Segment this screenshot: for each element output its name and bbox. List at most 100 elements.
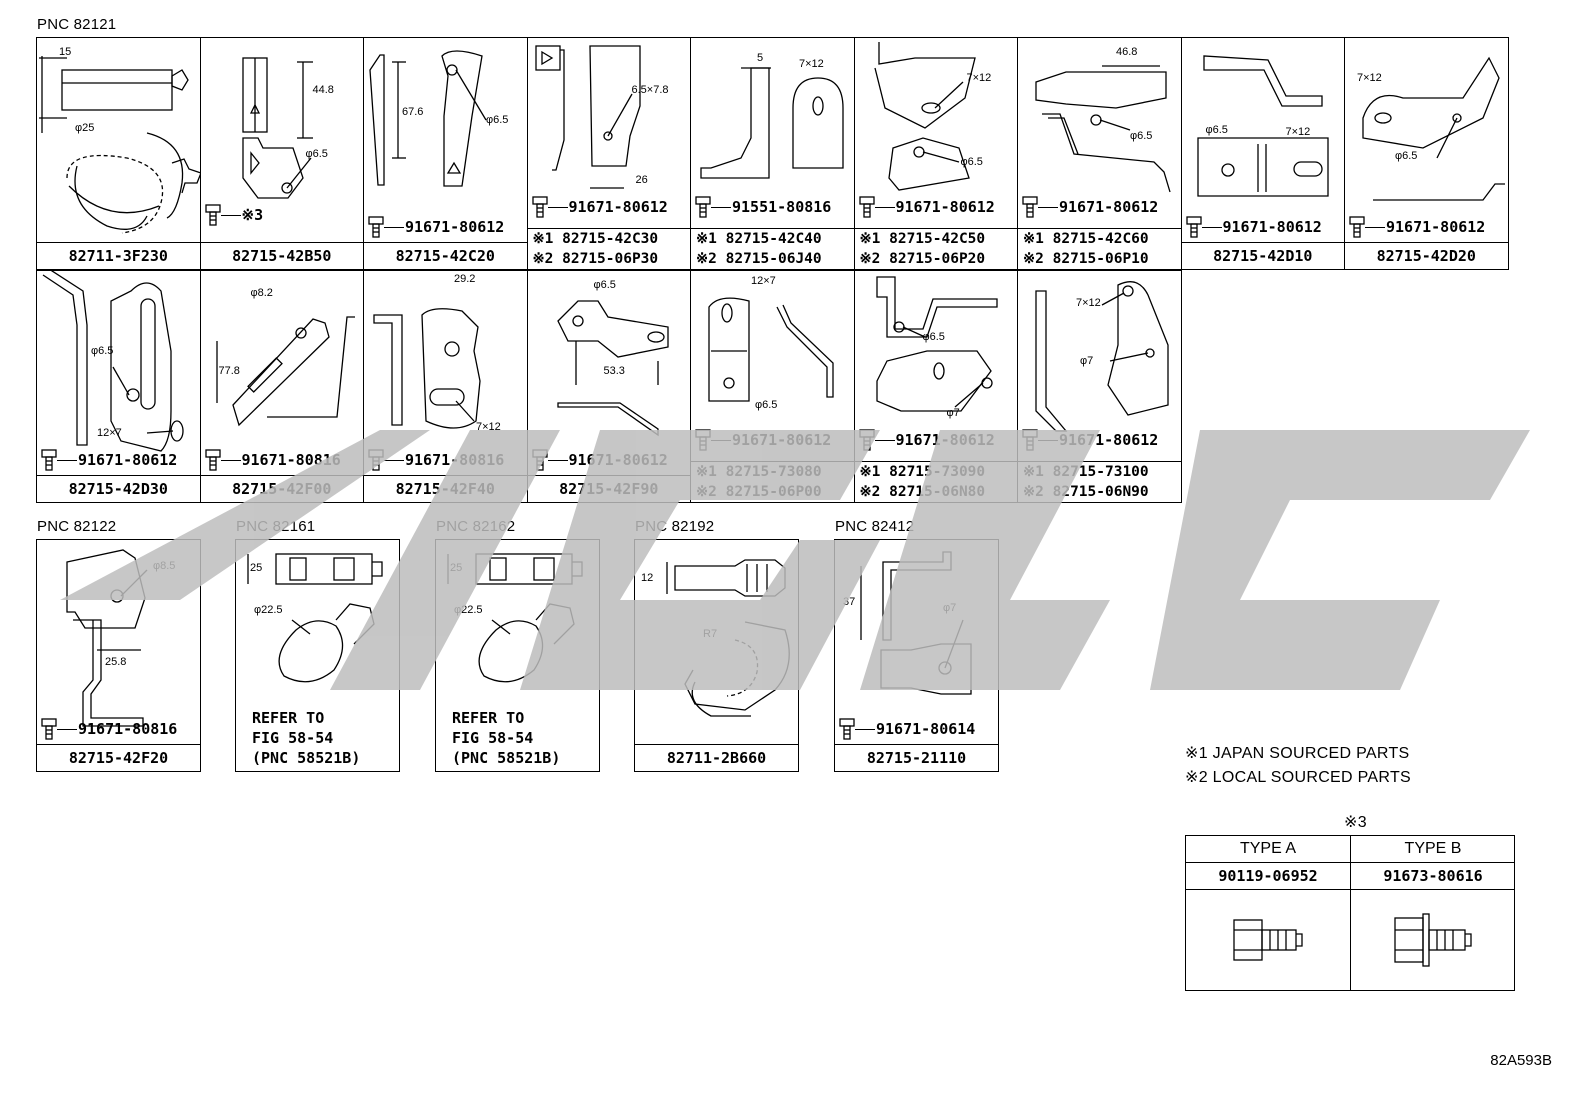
dim-label: φ22.5 (254, 604, 283, 616)
bolt-icon (368, 216, 384, 238)
part-cell-4[interactable]: 6.5×7.8 26 91671-80612 ※1 82715-42C30 ※2… (527, 38, 691, 270)
part-number-local: ※2 82715-06P00 (696, 484, 822, 500)
part-cell-13[interactable]: φ6.5 53.3 91671-80612 82715-42F90 (527, 271, 691, 503)
bolt-icon (858, 196, 875, 218)
part-cell-9[interactable]: 7×12 φ6.5 91671-80612 82715-42D20 (1345, 38, 1509, 270)
bracket-drawing (1196, 55, 1329, 197)
dim-label: 15 (59, 46, 72, 58)
part-cell-5[interactable]: 5 7×12 91551-80816 ※1 82715-42C40 ※2 827… (691, 38, 855, 270)
leader-line (1038, 206, 1058, 208)
bracket-drawing (873, 42, 976, 191)
part-box-82161[interactable]: 25 φ22.5 REFER TO FIG 58-54 (PNC 58521B) (235, 539, 400, 772)
dim-label: φ6.5 (1395, 150, 1418, 162)
bolt-icon (839, 718, 855, 740)
part-box-82412[interactable]: 37 φ7 91671-80614 82715-21110 (834, 539, 999, 772)
bolt-part-number: 91671-80612 (732, 431, 832, 449)
part-box-82122[interactable]: φ8.5 25.8 91671-80816 82715-42F20 (36, 539, 201, 772)
drawing-id: 82A593B (1490, 1052, 1552, 1069)
part-number: 82715-42C20 (364, 242, 527, 269)
dim-label: 25 (250, 562, 263, 574)
type-a-column: TYPE A 90119-06952 (1186, 836, 1350, 990)
dim-label: 25.8 (105, 656, 127, 668)
dim-label: 67.6 (402, 106, 424, 118)
part-cell-1[interactable]: 15 φ25 82711-3F230 (37, 38, 201, 270)
part-number-pair: ※1 82715-42C40 ※2 82715-06J40 (691, 228, 854, 269)
part-cell-82122[interactable]: φ8.5 25.8 91671-80816 82715-42F20 (37, 540, 201, 772)
bolt-part-number: 91671-80816 (241, 451, 341, 469)
leader-line (384, 226, 404, 228)
bolt-icon (204, 204, 221, 226)
type-table-title: ※3 (1344, 814, 1367, 831)
bracket-drawing (241, 57, 313, 199)
bolt-type-a-icon (1233, 919, 1303, 961)
part-cell-14[interactable]: 12×7 φ6.5 91671-80612 ※1 82715-73080 ※2 … (691, 271, 855, 503)
leader-line (220, 214, 241, 216)
bracket-drawing (66, 549, 148, 727)
bolt-callout: 91671-80614 (839, 718, 975, 740)
part-cell-2[interactable]: 44.8 φ6.5 ※3 82715-42B50 (200, 38, 364, 270)
bolt-part-number: 91671-80612 (895, 198, 995, 216)
type-a-part: 90119-06952 (1186, 863, 1350, 890)
dim-label: φ25 (75, 122, 95, 134)
part-number-local: ※2 82715-06J40 (696, 251, 822, 267)
bolt-callout: 91671-80612 (1185, 216, 1322, 238)
leader-line (874, 206, 895, 208)
part-cell-15[interactable]: φ6.5 φ7 91671-80612 ※1 82715-73090 ※2 82… (854, 271, 1018, 503)
dim-label: 5 (757, 52, 764, 64)
part-cell-3[interactable]: 67.6 φ6.5 91671-80612 82715-42C20 (364, 38, 528, 270)
dim-label: φ8.5 (153, 560, 176, 572)
part-box-82192[interactable]: 12 R7 82711-2B660 (634, 539, 799, 772)
leader-line (1201, 226, 1222, 228)
note-local-sourced: ※2 LOCAL SOURCED PARTS (1185, 769, 1411, 786)
type-a-label: TYPE A (1186, 836, 1350, 863)
part-cell-82412[interactable]: 37 φ7 91671-80614 82715-21110 (835, 540, 999, 772)
leader-line (874, 439, 895, 441)
part-cell-16[interactable]: 7×12 φ7 91671-80612 ※1 82715-73100 ※2 82… (1018, 271, 1182, 503)
dim-label: φ6.5 (960, 156, 983, 168)
part-cell-11[interactable]: φ8.2 77.8 91671-80816 82715-42F00 (200, 271, 364, 503)
dim-label: 12×7 (97, 427, 122, 439)
pnc-label-82122: PNC 82122 (37, 518, 117, 535)
bolt-part-number: 91671-80612 (405, 218, 505, 236)
part-cell-7[interactable]: 46.8 φ6.5 91671-80612 ※1 82715-42C60 ※2 … (1018, 38, 1182, 270)
bracket-drawing (42, 271, 184, 452)
note-japan-sourced: ※1 JAPAN SOURCED PARTS (1185, 745, 1410, 762)
part-number-japan: ※1 82715-73100 (1023, 464, 1149, 480)
part-cell-12[interactable]: 29.2 7×12 91671-80816 82715-42F40 (364, 271, 528, 503)
refer-to-note: REFER TO FIG 58-54 (PNC 58521B) (252, 709, 361, 767)
dim-label: 12 (641, 572, 654, 584)
bolt-part-number: 91671-80612 (568, 198, 668, 216)
bracket-drawing (534, 45, 641, 189)
leader-line (547, 459, 568, 461)
part-number: 82715-42F40 (364, 475, 527, 502)
bolt-part-number: 91671-80612 (1059, 431, 1159, 449)
bracket-drawing (373, 308, 481, 429)
dim-label: 7×12 (1357, 72, 1382, 84)
bolt-callout: 91671-80612 (531, 196, 668, 218)
part-number: 82715-42F00 (200, 475, 363, 502)
bolt-icon (41, 718, 57, 740)
dim-label: 7×12 (476, 421, 501, 433)
part-cell-6[interactable]: 7×12 φ6.5 91671-80612 ※1 82715-42C50 ※2 … (854, 38, 1018, 270)
part-cell-8[interactable]: φ6.5 7×12 91671-80612 82715-42D10 (1181, 38, 1345, 270)
part-number-japan: ※1 82715-42C60 (1023, 231, 1149, 247)
dim-label: 7×12 (1076, 297, 1101, 309)
part-box-82162[interactable]: 25 φ22.5 REFER TO FIG 58-54 (PNC 58521B) (435, 539, 600, 772)
part-number: 82715-42B50 (200, 242, 363, 269)
leader-line (1365, 226, 1385, 228)
part-cell-82192[interactable]: 12 R7 82711-2B660 (635, 540, 799, 772)
clip-drawing (39, 56, 200, 234)
dim-label: φ7 (943, 602, 957, 614)
bolt-part-number: 91671-80816 (405, 451, 505, 469)
dim-label: 77.8 (218, 365, 240, 377)
bolt-callout: 91671-80612 (858, 429, 995, 451)
dim-label: 12×7 (751, 275, 776, 287)
part-cell-82161[interactable]: 25 φ22.5 REFER TO FIG 58-54 (PNC 58521B) (236, 540, 400, 772)
type-b-part: 91673-80616 (1351, 863, 1515, 890)
dim-label: φ8.2 (250, 287, 273, 299)
bracket-drawing (369, 50, 487, 187)
part-cell-82162[interactable]: 25 φ22.5 REFER TO FIG 58-54 (PNC 58521B) (436, 540, 600, 772)
part-cell-10[interactable]: φ6.5 12×7 91671-80612 82715-42D30 (37, 271, 201, 503)
part-number-pair: ※1 82715-42C60 ※2 82715-06P10 (1018, 228, 1181, 269)
part-number-japan: ※1 82715-73080 (696, 464, 822, 480)
